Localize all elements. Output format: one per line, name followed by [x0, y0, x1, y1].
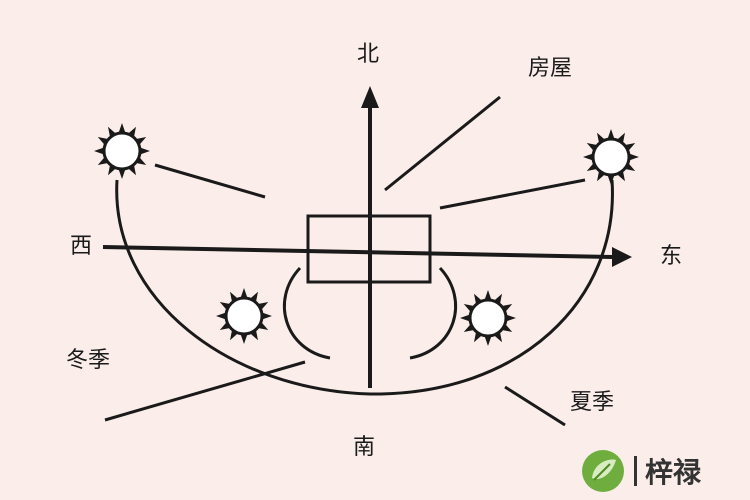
inner-arc-left [282, 266, 331, 360]
west-sun-leader-line [154, 163, 266, 199]
east-label: 东 [660, 244, 683, 269]
sun-ray [262, 312, 272, 320]
house-label: 房屋 [528, 56, 573, 81]
winter-label: 冬季 [66, 348, 111, 373]
sun-ray [484, 290, 492, 300]
north-arrowhead [361, 86, 379, 108]
winter-leader-line [104, 360, 306, 422]
south-label: 南 [353, 435, 376, 460]
sun-icon [460, 290, 516, 346]
summer-leader-line [504, 385, 566, 427]
watermark-logo: 梓禄 [580, 448, 701, 494]
house-box [306, 214, 432, 284]
sun-ray [240, 288, 248, 298]
sun-icon [583, 129, 639, 185]
sun-ray [94, 147, 104, 155]
sun-ray [216, 312, 226, 320]
sun-disc [591, 137, 631, 177]
sun-icon [216, 288, 272, 344]
sun-disc [224, 296, 264, 336]
sun-path-arc [115, 179, 614, 396]
sun-ray [118, 169, 126, 179]
inner-arc-right [409, 266, 458, 360]
east-arrowhead [612, 247, 632, 267]
logo-leaf-icon [582, 450, 624, 492]
sun-ray [240, 334, 248, 344]
sun-disc [468, 298, 508, 338]
west-east-axis [102, 245, 613, 259]
sun-ray [140, 147, 150, 155]
sun-disc [102, 131, 142, 171]
sun-ray [583, 153, 593, 161]
west-label: 西 [70, 234, 93, 259]
sun-ray [607, 129, 615, 139]
summer-label: 夏季 [570, 390, 615, 415]
sun-ray [607, 175, 615, 185]
sun-ray [629, 153, 639, 161]
house-leader-line [384, 95, 501, 192]
sun-ray [460, 314, 470, 322]
logo-text: 梓禄 [645, 456, 702, 489]
sun-ray [484, 336, 492, 346]
sun-ray [506, 314, 516, 322]
north-label: 北 [357, 42, 380, 67]
east-sun-leader-line [439, 178, 586, 210]
sun-ray [118, 123, 126, 133]
logo-divider [634, 456, 637, 486]
sun-icon [94, 123, 150, 179]
